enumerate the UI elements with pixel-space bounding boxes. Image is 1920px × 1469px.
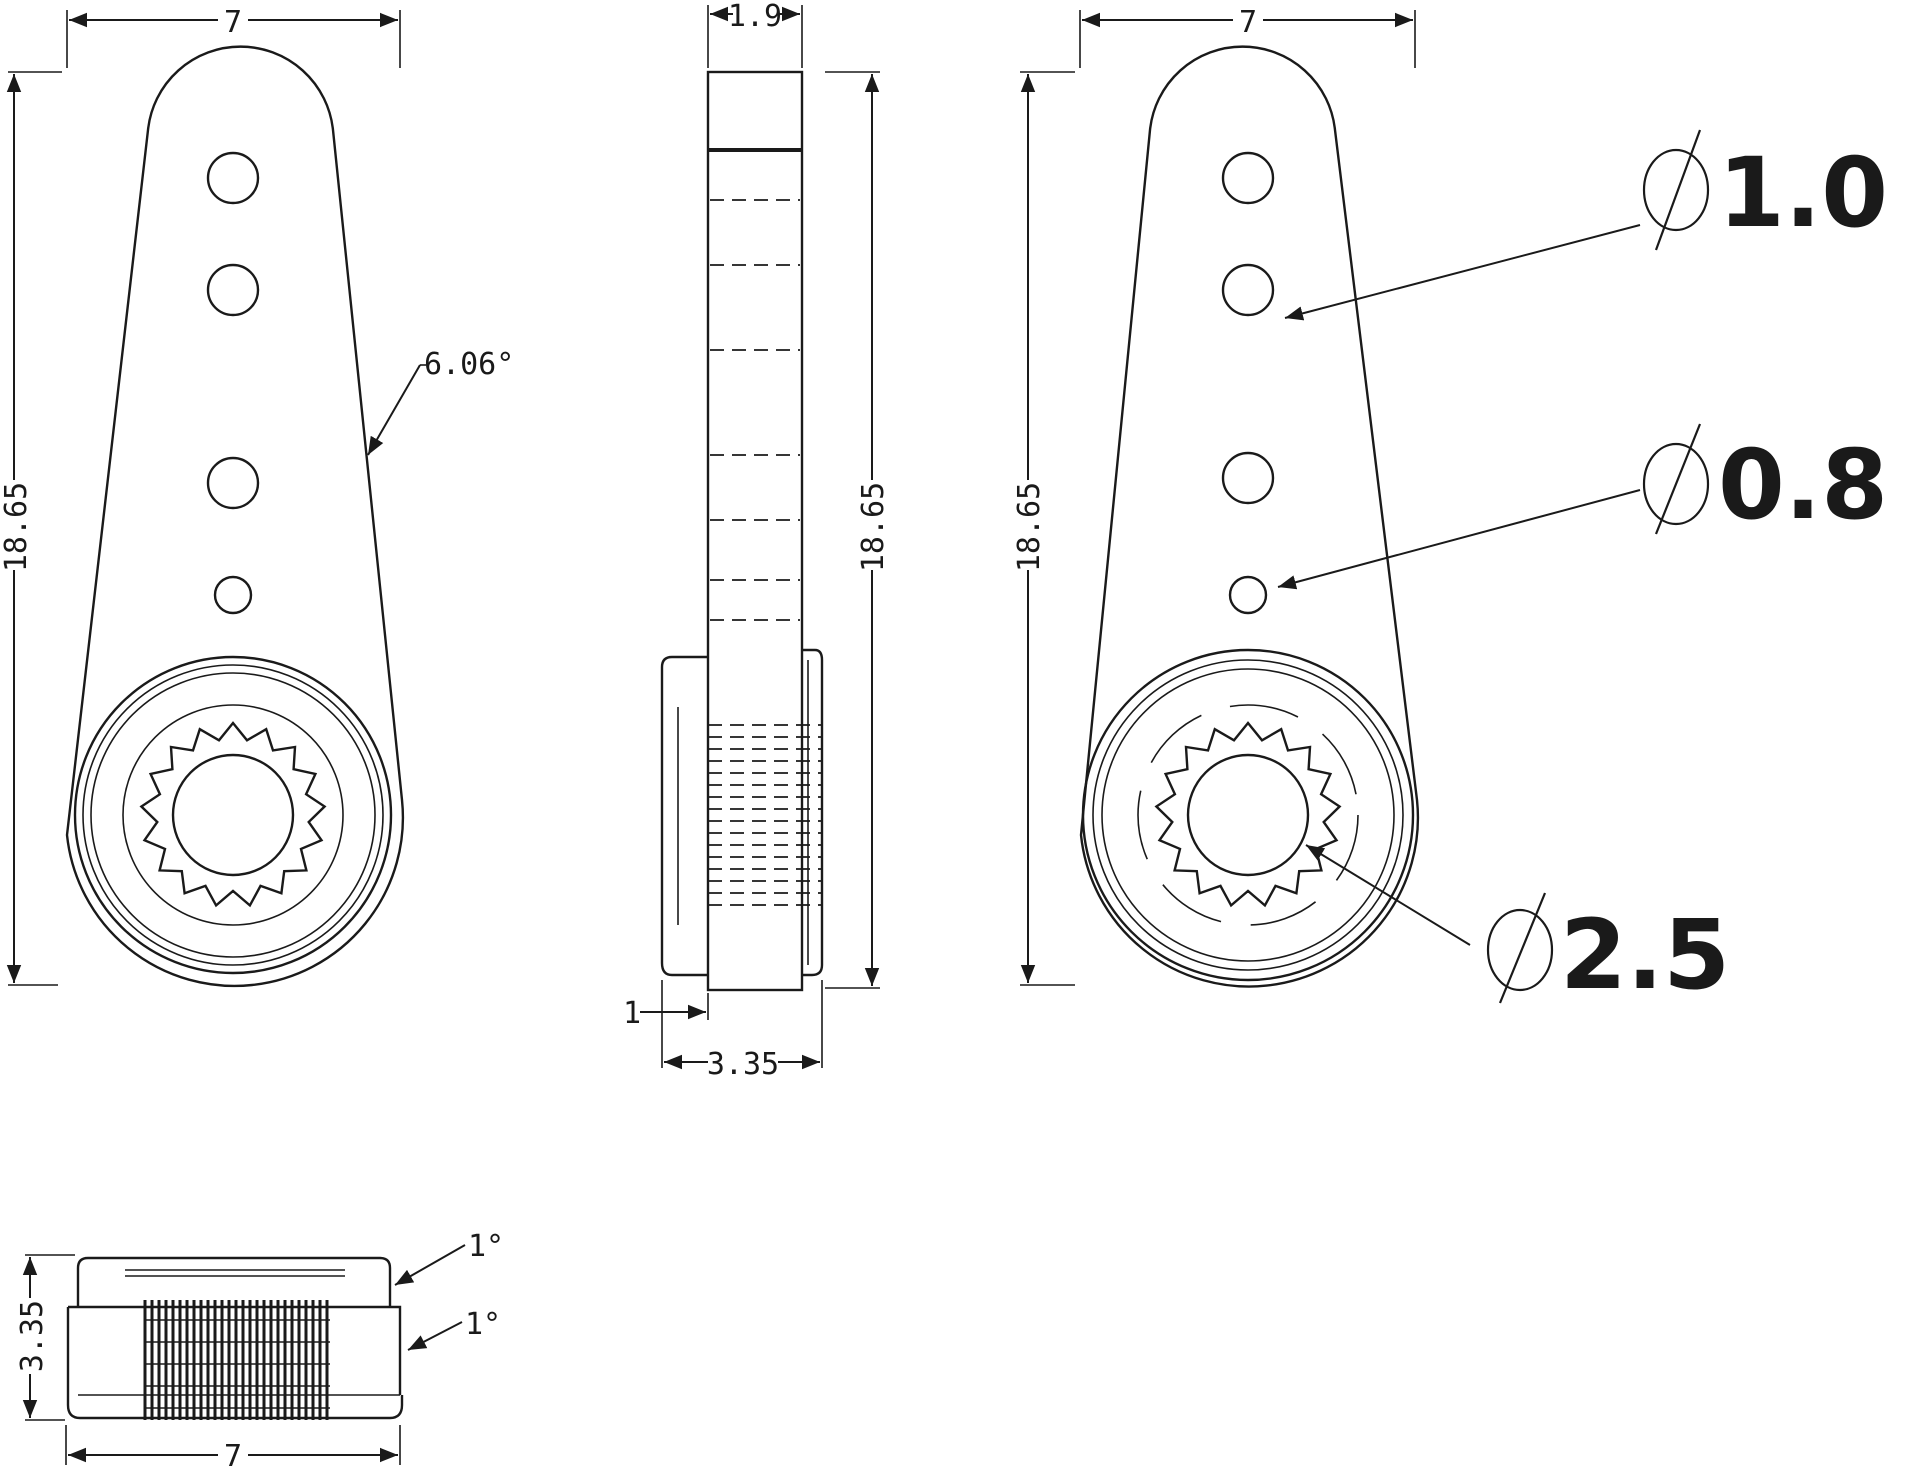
bottom-spline-teeth	[143, 1300, 330, 1420]
side-view: 1.9 18.65 1 3.35	[623, 0, 891, 1082]
callout-hole-large: 1.0	[1718, 137, 1888, 249]
front-view: 7 18.65 6.06°	[0, 2, 514, 988]
bottom-angle-leader-2	[407, 1321, 463, 1351]
side-arm-hidden-lines	[710, 199, 800, 621]
right-arm-outline	[1079, 45, 1420, 988]
right-hole-3	[1221, 451, 1275, 505]
bottom-angle-top-label: 1°	[468, 1229, 504, 1264]
front-height-label: 18.65	[0, 482, 34, 572]
front-hole-4	[213, 575, 253, 615]
bottom-view: 3.35 7 1° 1°	[14, 1229, 504, 1469]
front-spline-gear	[139, 721, 327, 908]
front-hole-3	[206, 456, 260, 510]
front-hole-1	[206, 151, 260, 205]
taper-leader	[367, 364, 421, 456]
right-hub-ring-3	[1101, 668, 1395, 962]
front-hub-ring-4	[122, 704, 344, 926]
side-thickness-label: 1.9	[728, 0, 782, 34]
right-height-label: 18.65	[1012, 482, 1047, 572]
side-arm-body	[706, 70, 804, 992]
bottom-width-label: 7	[224, 1439, 242, 1469]
bottom-angle-bottom-label: 1°	[465, 1307, 501, 1342]
front-hole-2	[206, 263, 260, 317]
right-hole-2	[1221, 263, 1275, 317]
front-bore	[171, 753, 295, 877]
front-arm-outline	[65, 45, 405, 988]
front-width-label: 7	[224, 5, 242, 40]
callout-hole-small: 0.8	[1718, 429, 1888, 541]
right-hole-4	[1228, 575, 1268, 615]
callout-leader-3	[1305, 844, 1471, 946]
right-hub-ring-1	[1081, 648, 1415, 982]
right-bore	[1186, 753, 1310, 877]
bottom-top-flange	[76, 1256, 392, 1307]
diameter-symbol-3	[1486, 892, 1554, 1004]
callout-leader-1	[1284, 224, 1641, 321]
bottom-angle-leader-1	[394, 1244, 466, 1286]
right-hole-1	[1221, 151, 1275, 205]
diameter-symbol-2	[1642, 423, 1710, 535]
side-height-label: 18.65	[856, 482, 891, 572]
side-hub-body	[660, 648, 824, 977]
diameter-symbol-1	[1642, 129, 1710, 251]
right-width-label: 7	[1239, 5, 1257, 40]
right-hub-ring-2	[1092, 659, 1404, 971]
callout-view: 7 18.65 1.0 0.8 2.5	[1012, 2, 1888, 1011]
taper-angle-label: 6.06°	[424, 347, 514, 382]
callout-leader-2	[1277, 489, 1641, 590]
right-hub-arc-ring	[1137, 704, 1359, 926]
callout-spline-bore: 2.5	[1560, 899, 1730, 1011]
bottom-height-label: 3.35	[15, 1300, 50, 1372]
side-offset-label: 1	[623, 996, 641, 1031]
side-spline-teeth	[708, 724, 822, 906]
side-hub-width-label: 3.35	[707, 1047, 779, 1082]
front-hub-ring-2	[82, 664, 384, 966]
front-hub-ring-1	[73, 655, 393, 975]
front-hub-ring-3	[90, 672, 376, 958]
right-spline-gear	[1154, 721, 1342, 908]
